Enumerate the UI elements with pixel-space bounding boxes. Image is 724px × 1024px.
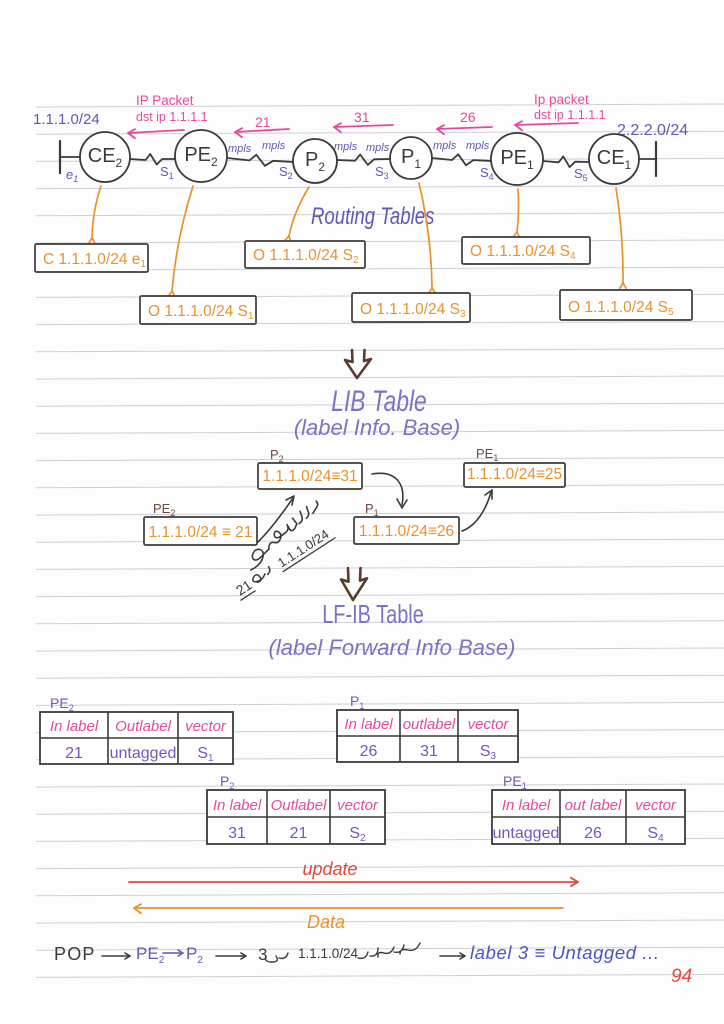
svg-text:P1: P1 (401, 146, 421, 171)
svg-text:1.1.1.0/24≡25: 1.1.1.0/24≡25 (467, 466, 562, 483)
svg-text:In label: In label (502, 797, 551, 814)
svg-text:1.1.1.0/24≡26: 1.1.1.0/24≡26 (359, 523, 454, 540)
svg-text:S5: S5 (574, 166, 588, 183)
svg-text:1.1.1.0/24: 1.1.1.0/24 (275, 526, 332, 570)
svg-text:31: 31 (420, 743, 438, 760)
svg-text:P2: P2 (305, 149, 325, 174)
svg-text:P2: P2 (270, 447, 284, 464)
svg-text:mpls: mpls (334, 141, 358, 153)
svg-text:mpls: mpls (228, 143, 252, 155)
svg-text:O 1.1.1.0/24 S2: O 1.1.1.0/24 S2 (253, 247, 359, 266)
svg-text:IP Packet: IP Packet (136, 93, 194, 108)
svg-text:1.1.1.0/24: 1.1.1.0/24 (33, 111, 100, 128)
svg-text:1.1.1.0/24 ≡ 21: 1.1.1.0/24 ≡ 21 (149, 524, 253, 541)
svg-text:Ip packet: Ip packet (534, 92, 589, 107)
svg-text:vector: vector (185, 718, 227, 735)
svg-text:2.2.2.0/24: 2.2.2.0/24 (617, 122, 688, 139)
svg-text:Routing Tables: Routing Tables (311, 203, 435, 230)
svg-text:vector: vector (337, 797, 379, 814)
svg-text:vector: vector (468, 716, 510, 733)
svg-text:label 3 ≡ Untagged ...: label 3 ≡ Untagged ... (470, 942, 660, 963)
svg-text:PE2: PE2 (50, 695, 74, 713)
svg-text:PE1: PE1 (476, 446, 498, 463)
svg-text:S1: S1 (197, 745, 214, 764)
svg-text:S1: S1 (160, 164, 174, 181)
svg-text:outlabel: outlabel (403, 716, 456, 733)
svg-text:In label: In label (50, 718, 99, 735)
svg-text:1.1.1.0/24: 1.1.1.0/24 (298, 946, 359, 961)
svg-text:94: 94 (671, 966, 692, 987)
svg-text:S4: S4 (647, 825, 664, 844)
svg-text:O 1.1.1.0/24 S4: O 1.1.1.0/24 S4 (470, 243, 576, 262)
svg-text:mpls: mpls (433, 140, 457, 152)
svg-text:dst ip 1.1.1.1: dst ip 1.1.1.1 (136, 110, 208, 124)
svg-text:S3: S3 (375, 164, 389, 181)
svg-text:In label: In label (344, 716, 393, 733)
svg-text:21: 21 (233, 576, 255, 598)
svg-text:CE1: CE1 (597, 147, 632, 172)
svg-text:Outlabel: Outlabel (271, 797, 328, 814)
svg-text:O 1.1.1.0/24 S1: O 1.1.1.0/24 S1 (148, 303, 254, 322)
svg-text:1.1.1.0/24≡31: 1.1.1.0/24≡31 (262, 468, 357, 485)
svg-text:3: 3 (258, 945, 267, 964)
svg-text:Data: Data (307, 912, 345, 932)
svg-text:21: 21 (290, 825, 308, 842)
svg-text:31: 31 (228, 825, 246, 842)
svg-text:O 1.1.1.0/24 S5: O 1.1.1.0/24 S5 (568, 299, 674, 318)
svg-text:21: 21 (65, 745, 83, 762)
svg-text:POP: POP (54, 944, 96, 964)
svg-text:PE1: PE1 (503, 773, 527, 791)
svg-text:P1: P1 (350, 693, 364, 711)
svg-text:Outlabel: Outlabel (115, 718, 172, 735)
svg-text:P1: P1 (365, 501, 379, 518)
svg-text:S3: S3 (480, 743, 497, 762)
svg-text:mpls: mpls (466, 140, 490, 152)
svg-text:update: update (302, 859, 357, 879)
svg-text:31: 31 (354, 109, 370, 125)
svg-text:dst ip 1.1.1.1: dst ip 1.1.1.1 (534, 108, 606, 122)
svg-text:LF-IB Table: LF-IB Table (322, 600, 424, 629)
svg-text:PE2: PE2 (153, 501, 175, 518)
svg-text:CE2: CE2 (88, 145, 123, 170)
svg-text:vector: vector (635, 797, 677, 814)
svg-text:untagged: untagged (493, 825, 560, 842)
svg-text:PE2: PE2 (184, 144, 218, 169)
svg-text:mpls: mpls (366, 142, 390, 154)
svg-text:26: 26 (360, 743, 378, 760)
svg-text:21: 21 (255, 114, 271, 130)
svg-text:(label Forward Info Base): (label Forward Info Base) (269, 635, 516, 660)
svg-text:out label: out label (565, 797, 622, 814)
svg-text:In label: In label (213, 797, 262, 814)
svg-text:untagged: untagged (110, 745, 177, 762)
svg-text:LIB Table: LIB Table (331, 384, 426, 417)
svg-text:(label Info. Base): (label Info. Base) (294, 415, 460, 440)
svg-text:S2: S2 (279, 164, 293, 181)
svg-text:O 1.1.1.0/24 S3: O 1.1.1.0/24 S3 (360, 301, 466, 320)
svg-text:26: 26 (584, 825, 602, 842)
svg-text:P2: P2 (186, 944, 203, 966)
svg-text:S2: S2 (349, 825, 366, 844)
svg-text:S4: S4 (480, 165, 494, 182)
svg-text:PE1: PE1 (500, 147, 534, 172)
svg-text:26: 26 (460, 109, 476, 125)
svg-text:e1: e1 (66, 167, 78, 184)
svg-text:C 1.1.1.0/24 e1: C 1.1.1.0/24 e1 (43, 251, 146, 270)
svg-text:mpls: mpls (262, 140, 286, 152)
svg-text:PE2: PE2 (136, 944, 165, 966)
svg-text:P2: P2 (220, 773, 234, 791)
